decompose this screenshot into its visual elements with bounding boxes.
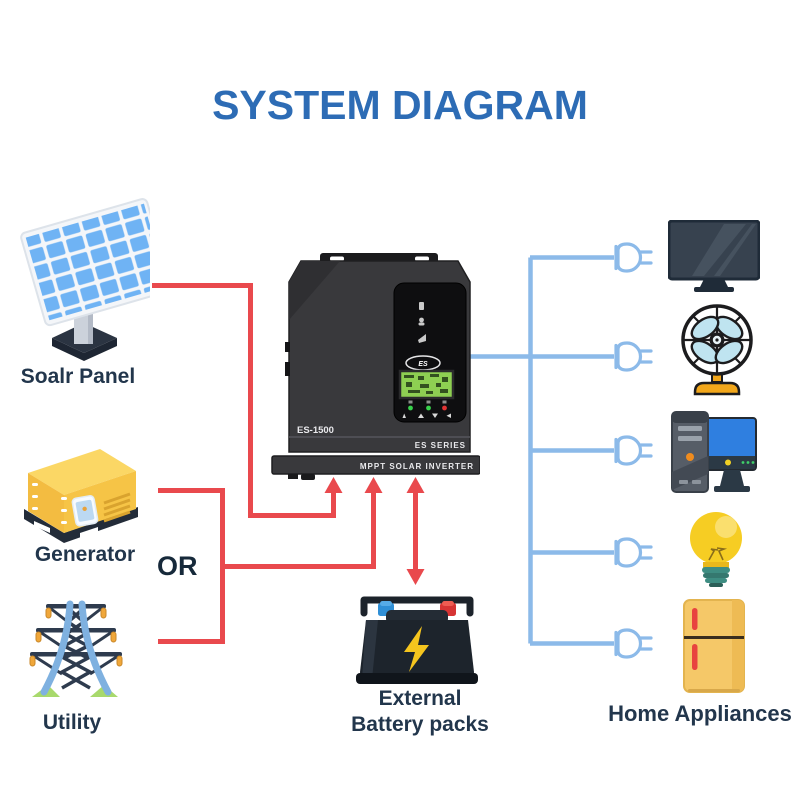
- status-indicator-icons: [418, 302, 426, 343]
- page-title: SYSTEM DIAGRAM: [212, 82, 588, 128]
- fan-icon: [681, 304, 753, 396]
- battery-label-line1: External: [378, 687, 462, 710]
- power-plug-icon: [614, 242, 653, 273]
- power-plug-icon: [614, 435, 653, 466]
- desktop-computer-icon: [671, 411, 757, 493]
- inverter-model-label: ES-1500: [297, 425, 334, 436]
- battery-label-line2: Battery packs: [351, 713, 489, 737]
- power-plug-icon: [614, 341, 653, 372]
- generator-label: Generator: [34, 543, 136, 566]
- arrow-up-icon: [364, 477, 383, 493]
- home-appliances-label: Home Appliances: [608, 701, 792, 726]
- lcd-screen: [398, 369, 455, 400]
- control-buttons: [402, 413, 451, 418]
- solar-inverter-icon: ES-1500 ES SERIES MPPT SOLAR INVERTER ES: [271, 253, 480, 480]
- power-plug-icon: [614, 537, 653, 568]
- generator-utility-to-inverter-line: [158, 477, 383, 644]
- generator-icon: [24, 449, 138, 543]
- generator-control-panel: [71, 495, 99, 527]
- power-plug-icon: [614, 628, 653, 659]
- led-indicators: [408, 400, 447, 411]
- solar-to-inverter-line: [152, 283, 343, 518]
- or-label: OR: [157, 551, 198, 581]
- utility-tower-icon: [29, 600, 123, 697]
- inverter-to-appliances-line: [469, 242, 653, 659]
- inverter-control-panel: ES: [393, 282, 467, 423]
- utility-label: Utility: [42, 711, 102, 734]
- inverter-series-label: ES SERIES: [415, 441, 466, 450]
- inverter-product-label: MPPT SOLAR INVERTER: [360, 462, 474, 471]
- es-logo-text: ES: [418, 361, 428, 368]
- battery-label: External Battery packs: [330, 686, 510, 739]
- light-bulb-icon: [690, 512, 742, 587]
- arrow-up-icon: [406, 477, 425, 493]
- solar-panel-label: Soalr Panel: [20, 365, 136, 388]
- arrow-up-icon: [324, 477, 343, 493]
- refrigerator-icon: [683, 599, 745, 693]
- lightning-bolt-icon: [404, 626, 429, 672]
- battery-to-inverter-line: [406, 477, 425, 585]
- solar-panel-icon: [20, 198, 150, 361]
- battery-icon: [356, 596, 478, 684]
- television-icon: [668, 220, 760, 292]
- arrow-down-icon: [406, 569, 425, 585]
